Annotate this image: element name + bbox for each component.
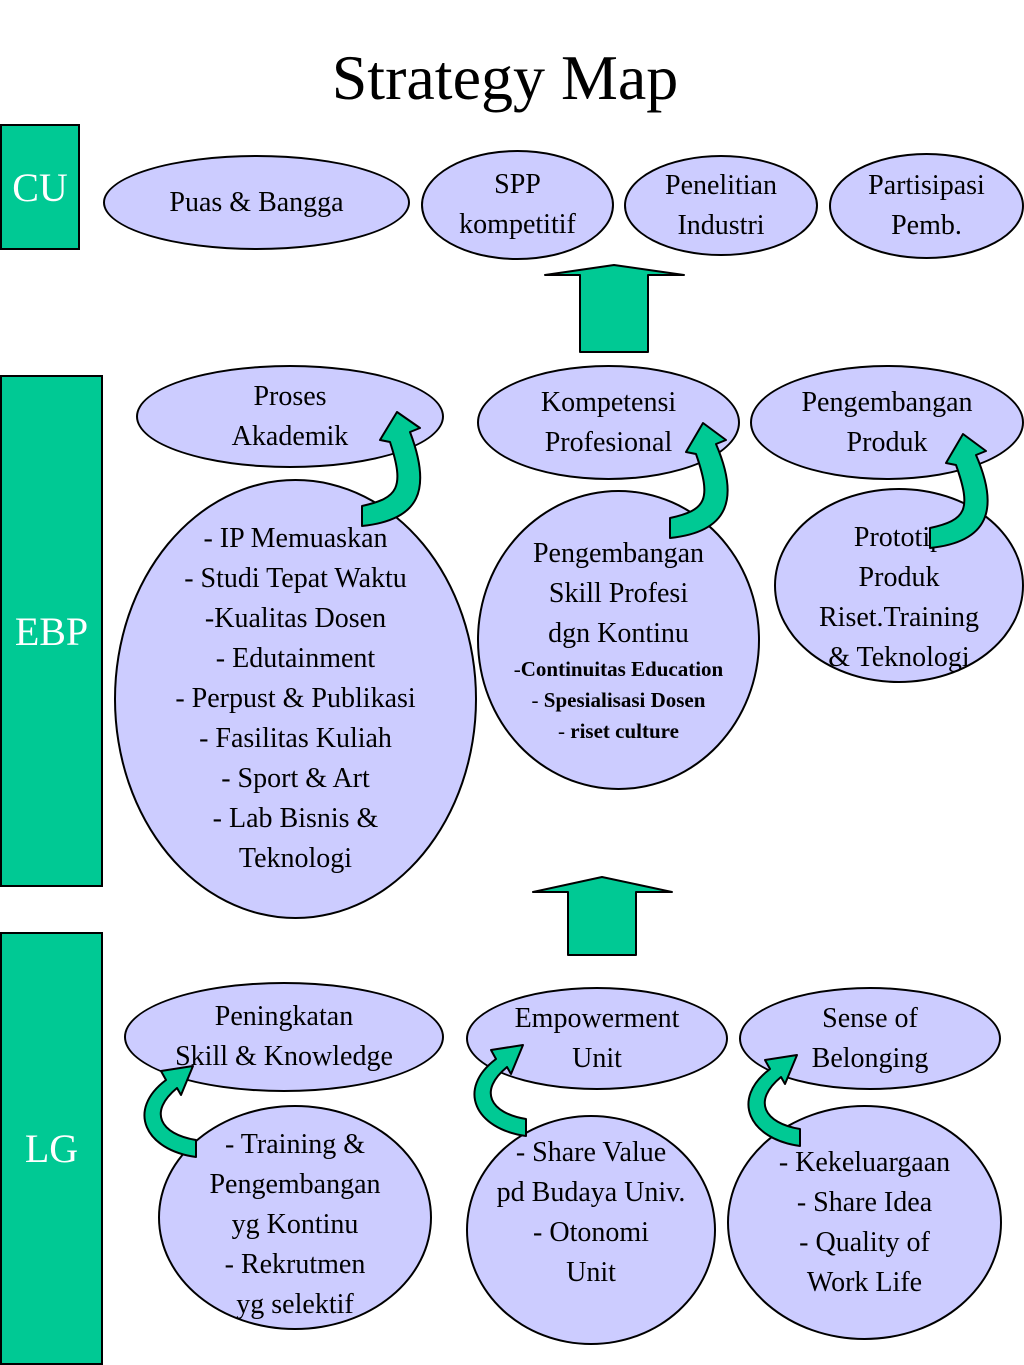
- curved-arrow-produk-icon: [929, 433, 989, 549]
- text-line: pd Budaya Univ.: [496, 1177, 686, 1208]
- band-lg: LG: [0, 932, 103, 1365]
- band-cu-label: CU: [12, 164, 68, 210]
- text-line: yg Kontinu: [231, 1209, 359, 1240]
- text-line: - Perpust & Publikasi: [175, 683, 416, 714]
- text-line: Skill & Knowledge: [175, 1041, 393, 1072]
- text-line: Partisipasi: [868, 170, 985, 201]
- text-line: Sense of: [822, 1002, 918, 1034]
- text-line: -Kualitas Dosen: [204, 603, 387, 634]
- text-line: Pengembangan: [532, 538, 705, 569]
- text-line: - Otonomi: [533, 1217, 649, 1248]
- bold-text: riset culture: [570, 719, 679, 743]
- text-line: - Studi Tepat Waktu: [184, 563, 407, 594]
- text-line: Unit: [566, 1257, 616, 1288]
- curved-arrow-proses-icon: [361, 411, 422, 527]
- band-lg-label: LG: [24, 1126, 79, 1171]
- text-line: Produk: [858, 562, 940, 593]
- text-line: - Edutainment: [215, 643, 376, 674]
- text-line: SPP: [494, 169, 541, 200]
- text-line: Teknologi: [238, 843, 353, 874]
- text-line: Peningkatan: [214, 1001, 354, 1032]
- curved-arrow-sense-icon: [747, 1054, 801, 1147]
- bullet-prefix: -: [531, 688, 544, 712]
- bold-text: Spesialisasi Dosen: [543, 688, 706, 712]
- text-line: - Share Value: [515, 1137, 667, 1168]
- bullet-prefix: -: [513, 657, 521, 681]
- text-line: Empowerment: [514, 1002, 680, 1034]
- text-line: Skill Profesi: [548, 578, 689, 609]
- text-line: - Lab Bisnis &: [212, 803, 379, 834]
- text-line: Penelitian: [665, 169, 777, 201]
- ellipse-training: - Training & Pengembangan yg Kontinu - Rekr…: [158, 1105, 432, 1330]
- bullet-prefix: -: [558, 719, 571, 743]
- text-line: Pengembangan: [209, 1169, 381, 1200]
- curved-arrow-empowerment-icon: [473, 1044, 527, 1137]
- text-line: - Fasilitas Kuliah: [199, 723, 392, 754]
- text-line: - Rekrutmen: [224, 1249, 366, 1280]
- text-line: yg selektif: [236, 1289, 354, 1320]
- text-line: Pemb.: [891, 210, 962, 241]
- curved-arrow-kompetensi-icon: [669, 422, 729, 539]
- text-line: Work Life: [806, 1267, 923, 1298]
- band-ebp: EBP: [0, 375, 103, 887]
- text-line: Riset.Training: [819, 602, 979, 633]
- text-line: Puas & Bangga: [169, 186, 344, 218]
- text-line: Profesional: [544, 426, 673, 458]
- text-line: dgn Kontinu: [548, 618, 689, 649]
- band-cu: CU: [0, 124, 80, 250]
- ellipse-puas-bangga: Puas & Bangga: [103, 155, 410, 250]
- text-line: - Kekeluargaan: [778, 1147, 951, 1178]
- skill-profesi-bold-lines: -Continuitas Education- Spesialisasi Dos…: [514, 654, 723, 747]
- ellipse-kekeluargaan: - Kekeluargaan - Share Idea - Quality of Wo…: [727, 1105, 1002, 1340]
- text-line: - Share Idea: [796, 1187, 933, 1218]
- ellipse-ip-memuaskan: - IP Memuaskan - Studi Tepat Waktu -Kualit…: [114, 479, 477, 919]
- skill-bold-line: - riset culture: [514, 716, 723, 747]
- text-line: Kompetensi: [540, 386, 677, 418]
- curved-arrow-peningkatan-icon: [143, 1065, 197, 1158]
- text-line: kompetitif: [459, 209, 576, 240]
- text-line: - Sport & Art: [221, 763, 370, 794]
- text-line: Proses: [253, 380, 327, 412]
- text-line: Industri: [677, 209, 765, 241]
- text-line: Unit: [572, 1042, 622, 1074]
- text-line: - Quality of: [799, 1227, 930, 1258]
- text-line: Produk: [846, 426, 928, 458]
- text-line: & Teknologi: [828, 642, 970, 673]
- page-title: Strategy Map: [331, 42, 679, 113]
- text-line: Belonging: [811, 1042, 929, 1074]
- band-ebp-label: EBP: [14, 608, 89, 654]
- ellipse-spp-kompetitif: SPP kompetitif: [421, 150, 614, 260]
- up-arrow-ebp-icon: [532, 876, 673, 956]
- text-line: - Training &: [224, 1129, 366, 1160]
- skill-bold-line: - Spesialisasi Dosen: [514, 685, 723, 716]
- bold-text: Continuitas Education: [520, 657, 724, 681]
- skill-bold-line: -Continuitas Education: [514, 654, 723, 685]
- up-arrow-cu-icon: [544, 264, 685, 353]
- text-line: Pengembangan: [801, 386, 973, 418]
- text-line: Akademik: [231, 420, 349, 452]
- text-line: - IP Memuaskan: [203, 523, 388, 554]
